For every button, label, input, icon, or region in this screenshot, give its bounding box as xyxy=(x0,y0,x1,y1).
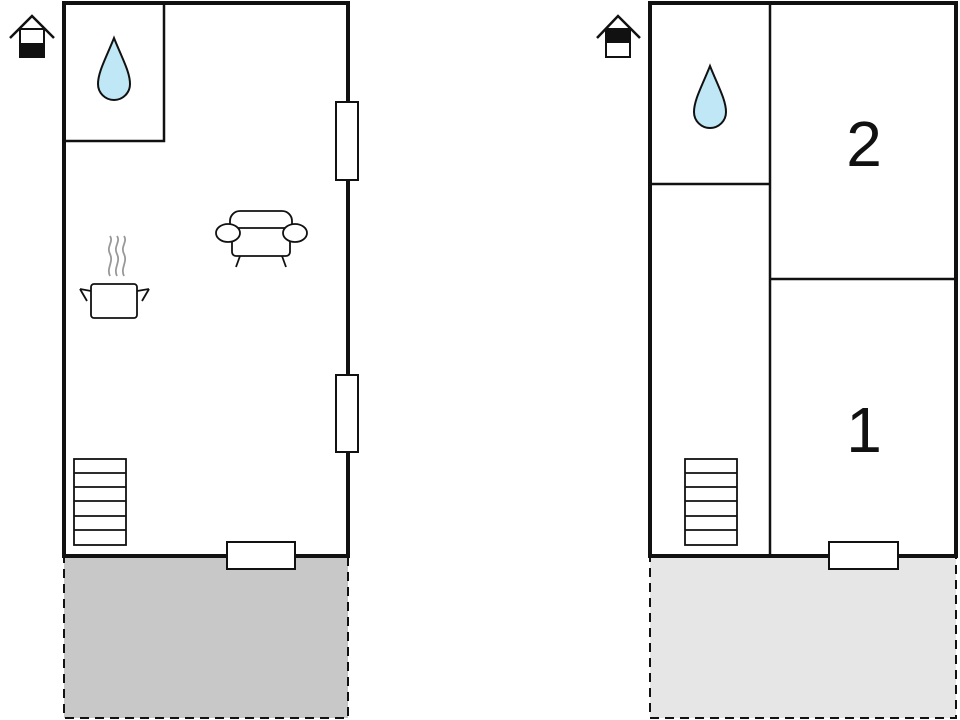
door-bottom xyxy=(226,541,296,570)
window-right-lower xyxy=(335,374,359,453)
floor-plan-ground xyxy=(9,1,359,719)
house-level-icon-ground xyxy=(9,14,55,58)
water-drop-icon xyxy=(96,35,132,101)
bedroom-2-label: 2 xyxy=(846,108,882,180)
sofa-icon xyxy=(215,210,308,268)
water-drop-icon xyxy=(692,63,728,129)
stairs-icon xyxy=(73,458,127,546)
floor-plan-upper: 2 1 xyxy=(596,1,958,719)
bathroom-partition xyxy=(64,3,166,143)
terrace-ground xyxy=(63,555,349,719)
terrace-upper xyxy=(649,555,957,719)
cooking-pot-icon xyxy=(79,235,150,319)
window-right-upper xyxy=(335,101,359,181)
window-bottom-upper xyxy=(828,541,899,570)
bedroom-1-label: 1 xyxy=(846,394,882,466)
house-level-icon-upper xyxy=(596,14,641,58)
stairs-icon xyxy=(684,458,738,546)
